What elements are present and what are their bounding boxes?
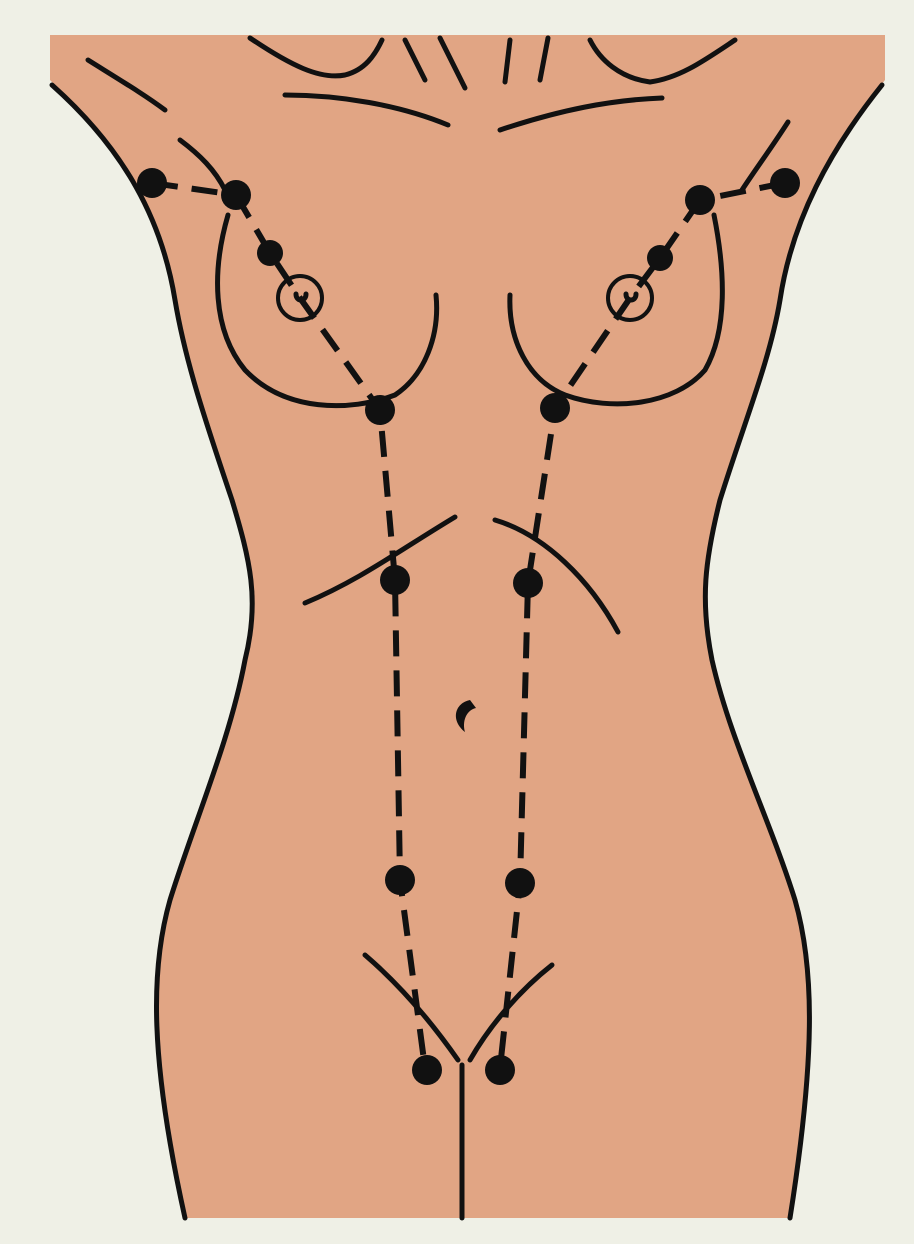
lymph-node-marker <box>221 180 251 210</box>
lymph-node-marker <box>540 393 570 423</box>
lymph-node-marker <box>137 168 167 198</box>
lymph-node-marker <box>513 568 543 598</box>
lymph-node-marker <box>257 240 283 266</box>
lymph-node-marker <box>412 1055 442 1085</box>
lymph-node-marker <box>380 565 410 595</box>
torso-silhouette <box>50 35 885 1218</box>
lymph-node-marker <box>647 245 673 271</box>
lymph-node-marker <box>505 868 535 898</box>
lymph-node-marker <box>385 865 415 895</box>
lymph-node-marker <box>770 168 800 198</box>
lymph-node-marker <box>485 1055 515 1085</box>
lymph-node-marker <box>685 185 715 215</box>
lymph-node-marker <box>365 395 395 425</box>
